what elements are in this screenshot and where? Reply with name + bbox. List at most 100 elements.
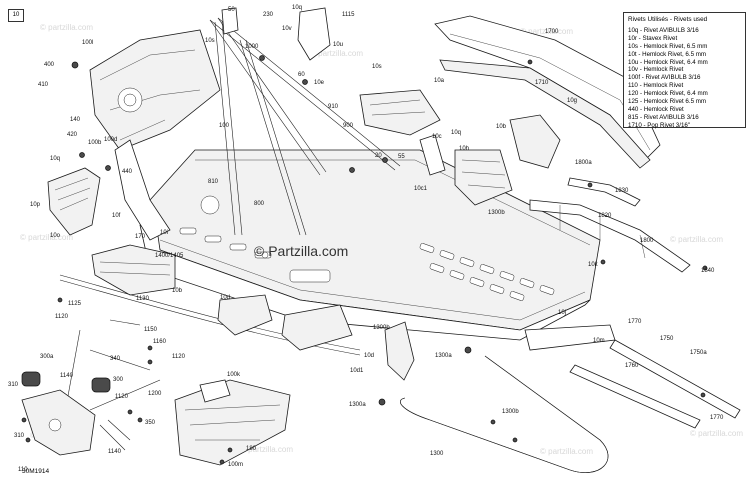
front-frame-tubes <box>89 17 401 241</box>
callout-label: 340 <box>110 356 121 362</box>
left-footrest-plate <box>281 304 353 351</box>
callout-label: 1770 <box>710 415 724 421</box>
callout-label: 1120 <box>115 394 129 400</box>
callout-label: 310 <box>8 382 19 388</box>
callout-label: 1120 <box>172 354 186 360</box>
callout-label: 10g <box>567 98 577 104</box>
callout-label: 100 <box>219 123 230 129</box>
callout-label: 1300b <box>488 210 505 216</box>
watermark-small: © partzilla.com <box>310 49 363 58</box>
legend-row: 10v - Hemlock Rivet <box>628 66 684 74</box>
callout-label: 10m <box>593 338 605 344</box>
callout-label: 1300a <box>349 402 366 408</box>
left-footrest-bracket <box>47 167 101 236</box>
legend-row: 110 - Hemlock Rivet <box>628 82 684 90</box>
rail-1750 <box>609 339 741 419</box>
callout-label: 800 <box>254 201 265 207</box>
callout-label: 1150 <box>144 327 158 333</box>
callout-label: 1130 <box>136 296 150 302</box>
callout-label: 1140 <box>60 373 74 379</box>
front-suspension-arms <box>21 319 161 456</box>
small-bracket-50 <box>221 7 239 35</box>
callout-label: 1300a <box>435 353 452 359</box>
callout-label: 440 <box>122 169 133 175</box>
callout-label: 10s <box>372 64 382 70</box>
callout-label: 1710 <box>535 80 549 86</box>
callout-label: 300 <box>113 377 124 383</box>
callout-label: 10u <box>333 42 343 48</box>
rail-1750a <box>569 364 701 429</box>
callout-label: 140 <box>70 117 81 123</box>
callout-label: 180 <box>246 446 257 452</box>
legend-row: 120 - Hemlock Rivet, 6.4 mm <box>628 90 708 98</box>
rivet-legend: Rivets Utilisés - Rivets used 10q - Rive… <box>623 12 746 129</box>
left-running-board <box>217 294 273 336</box>
callout-label: 1830 <box>615 188 629 194</box>
callout-label: 10d <box>220 295 230 301</box>
legend-row: 10s - Hemlock Rivet, 6.5 mm <box>628 42 708 50</box>
legend-row: 10q - Rivet AVIBULB 3/16 <box>628 26 699 34</box>
legend-row: 440 - Hemlock Rivet <box>628 105 684 113</box>
rear-bracket-10b <box>509 114 561 169</box>
legend-row: 10t - Hemlock Rivet, 6.5 mm <box>628 50 707 58</box>
callout-label: 10b <box>172 288 183 294</box>
front-lower-brace <box>91 244 176 296</box>
knee-pad-10c <box>454 149 513 206</box>
callout-label: 230 <box>263 12 274 18</box>
callout-label: 1400/1405 <box>155 253 184 259</box>
top-side-rail <box>434 15 661 161</box>
callout-label: 1750a <box>690 350 707 356</box>
watermark-small: © partzilla.com <box>20 233 73 242</box>
callout-label: 10s <box>205 38 215 44</box>
legend-row: 815 - Rivet AVIBULB 3/16 <box>628 113 699 121</box>
callout-label: 910 <box>328 104 339 110</box>
callout-label: 10d <box>364 353 374 359</box>
callout-label: 50 <box>228 7 235 13</box>
callout-label: 170 <box>135 234 146 240</box>
callout-label: 10p <box>30 202 41 208</box>
callout-label: 100k <box>227 372 241 378</box>
legend-row: 125 - Hemlock Rivet 6.5 mm <box>628 98 707 106</box>
rear-rail-10g <box>439 59 651 169</box>
callout-label: 1800a <box>575 160 592 166</box>
callout-label: 1700 <box>545 29 559 35</box>
steering-support-bracket <box>297 7 331 61</box>
callout-label: 10a <box>434 78 445 84</box>
legend-row: 100f - Rivet AVIBULB 3/16 <box>628 74 701 82</box>
callout-label: 10f <box>112 213 121 219</box>
callout-label: 420 <box>67 132 78 138</box>
callout-label: 1125 <box>68 301 82 307</box>
callout-label: 350 <box>145 420 156 426</box>
callout-label: 20 <box>375 153 382 159</box>
callout-label: 10e <box>314 80 325 86</box>
callout-label: 10j <box>558 310 566 316</box>
callout-label: 1840 <box>701 268 715 274</box>
callout-label: 100d <box>104 137 117 143</box>
watermark-small: © partzilla.com <box>40 23 93 32</box>
upper-rail-1800a <box>567 177 641 207</box>
callout-label: 900 <box>343 123 354 129</box>
callout-label: 1200 <box>148 391 162 397</box>
rail-1770-upper <box>524 324 616 351</box>
watermark-small: © partzilla.com <box>540 447 593 456</box>
callout-label: 1000 <box>245 44 259 50</box>
callout-label: 10b <box>496 124 507 130</box>
callout-label: 10o <box>50 233 61 239</box>
callout-label: 10c <box>432 134 442 140</box>
callout-label: 10k <box>588 262 599 268</box>
callout-label: 1300b <box>502 409 519 415</box>
diagram-reference-code: 30M1914 <box>22 468 50 475</box>
callout-label: 10q <box>292 5 302 11</box>
callout-label: 10v <box>282 26 292 32</box>
callout-label: 1140 <box>108 449 122 455</box>
callout-label: 10q <box>451 130 461 136</box>
fasteners <box>21 55 708 465</box>
callout-label: 10h <box>459 146 469 152</box>
callout-label: 1160 <box>153 339 167 345</box>
callout-label: 300a <box>40 354 54 360</box>
watermark-small: © partzilla.com <box>690 429 743 438</box>
cover-100k <box>199 379 231 403</box>
callout-label: 1300 <box>430 451 444 457</box>
callout-label: 100l <box>82 40 93 46</box>
callout-label: 10d1 <box>350 368 364 374</box>
